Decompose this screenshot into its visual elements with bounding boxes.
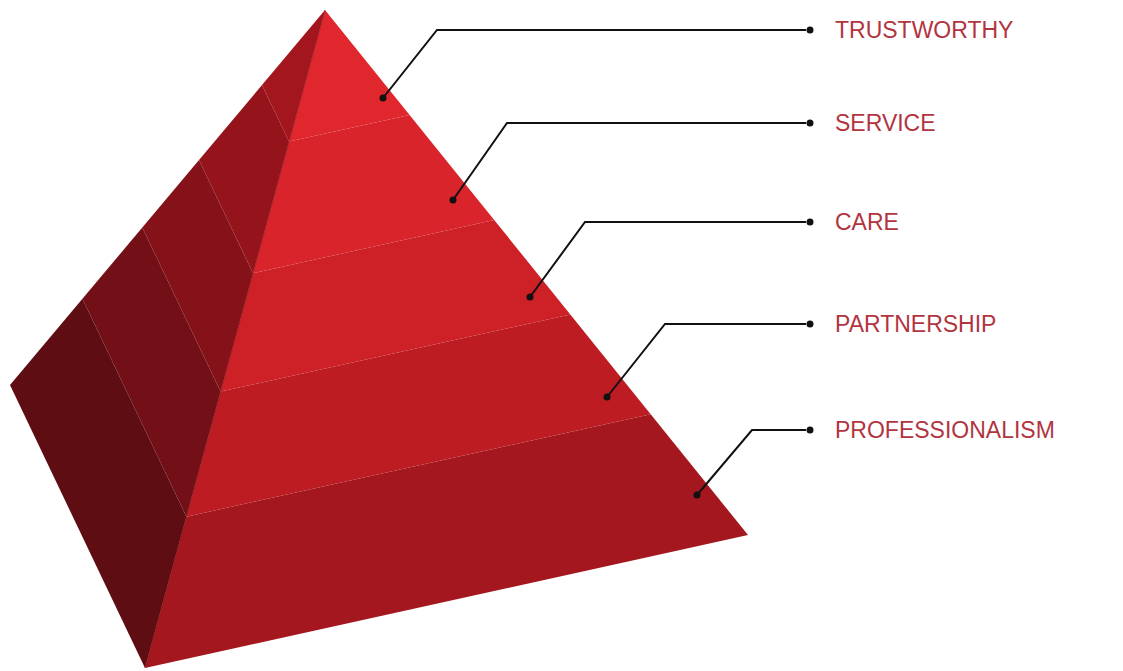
leader-line — [530, 222, 806, 297]
leader-dots — [380, 27, 814, 499]
leader-dot — [807, 321, 814, 328]
pyramid-edge — [145, 10, 325, 668]
leader-line — [383, 30, 806, 98]
leader-dot — [527, 294, 534, 301]
value-label: PROFESSIONALISM — [833, 417, 1057, 443]
leader-lines — [383, 30, 806, 495]
value-label: TRUSTWORTHY — [833, 17, 1015, 43]
leader-dot — [807, 27, 814, 34]
leader-dot — [807, 427, 814, 434]
leader-dot — [450, 197, 457, 204]
value-label: CARE — [833, 209, 901, 235]
leader-line — [453, 123, 806, 200]
leader-line — [607, 324, 806, 397]
leader-dot — [694, 492, 701, 499]
value-label: SERVICE — [833, 110, 938, 136]
leader-dot — [604, 394, 611, 401]
pyramid-band — [145, 414, 748, 668]
leader-dot — [380, 95, 387, 102]
leader-dot — [807, 120, 814, 127]
leader-dot — [807, 219, 814, 226]
pyramid-front-face — [145, 10, 748, 668]
leader-line — [697, 430, 806, 495]
value-label: PARTNERSHIP — [833, 311, 998, 337]
